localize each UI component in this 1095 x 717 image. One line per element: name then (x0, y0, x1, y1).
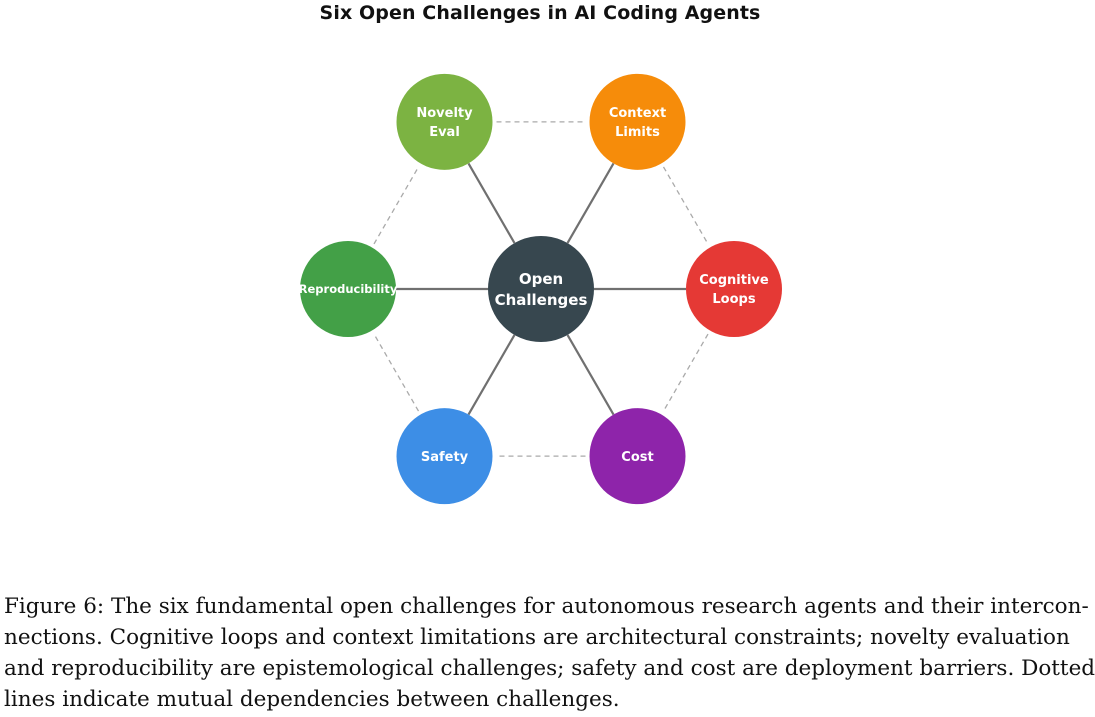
node-circle-safety (396, 408, 493, 505)
node-label-cognitive: Loops (712, 292, 755, 307)
node-label-novelty: Novelty (416, 106, 473, 121)
node-label-center: Open (519, 270, 563, 288)
figure: Six Open Challenges in AI Coding Agents … (299, 2, 782, 505)
spoke-novelty (467, 162, 516, 244)
node-circle-reproducibility (300, 241, 396, 337)
spoke-safety (467, 334, 516, 416)
dotted-link-reproducibility-novelty (373, 166, 420, 245)
node-label-context: Limits (615, 125, 660, 140)
node-circle-cognitive (686, 241, 782, 337)
dotted-link-cognitive-cost (662, 333, 709, 412)
spoke-context (566, 162, 615, 244)
node-label-novelty: Eval (429, 125, 460, 140)
caption-line: Figure 6: The six fundamental open chall… (4, 594, 1089, 619)
dotted-link-safety-reproducibility (373, 333, 420, 412)
node-label-reproducibility: Reproducibility (299, 282, 398, 296)
figure-caption: Figure 6: The six fundamental open chall… (4, 591, 1095, 715)
node-reproducibility: Reproducibility (299, 241, 398, 337)
spoke-links (396, 162, 686, 416)
node-safety: Safety (396, 408, 493, 505)
nodes: OpenChallengesNoveltyEvalContextLimitsCo… (299, 73, 782, 505)
dotted-links (373, 121, 709, 457)
caption-line: lines indicate mutual dependencies betwe… (4, 687, 620, 712)
node-label-context: Context (609, 106, 666, 121)
node-cost: Cost (589, 408, 686, 505)
node-circle-cost (589, 408, 686, 505)
figure-title: Six Open Challenges in AI Coding Agents (319, 2, 761, 24)
node-label-safety: Safety (421, 450, 469, 465)
node-label-cost: Cost (621, 450, 653, 465)
node-label-center: Challenges (495, 291, 588, 309)
caption-line: nections. Cognitive loops and context li… (4, 625, 1070, 650)
node-circle-context (589, 73, 686, 170)
node-circle-center (488, 236, 594, 342)
spoke-cost (566, 334, 615, 416)
dotted-link-context-cognitive (662, 166, 709, 245)
node-circle-novelty (396, 73, 493, 170)
caption-line: and reproducibility are epistemological … (4, 656, 1095, 681)
node-label-cognitive: Cognitive (699, 273, 769, 288)
challenge-diagram: OpenChallengesNoveltyEvalContextLimitsCo… (299, 73, 782, 505)
